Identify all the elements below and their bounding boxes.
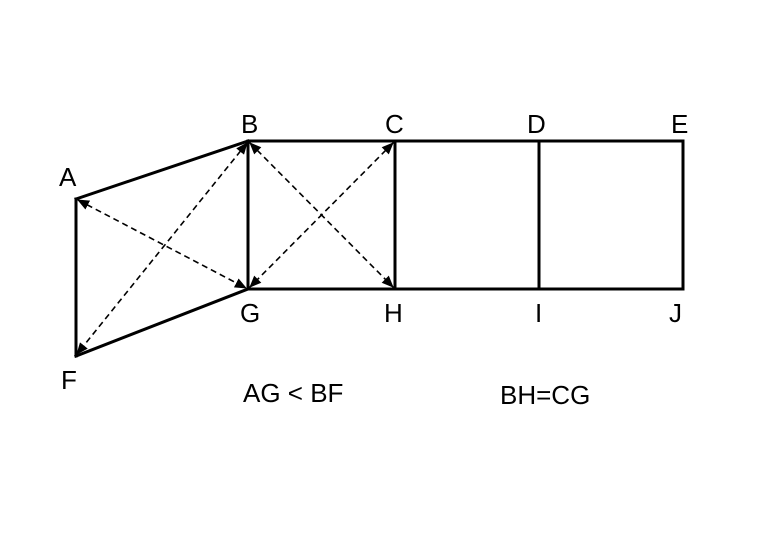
- point-label-J: J: [669, 298, 682, 328]
- point-label-E: E: [671, 109, 688, 139]
- point-label-C: C: [385, 109, 404, 139]
- point-label-D: D: [527, 109, 546, 139]
- segment-AB: [74, 139, 250, 201]
- caption-bh-equals-cg: BH=CG: [500, 380, 590, 410]
- point-label-I: I: [535, 298, 542, 328]
- point-label-B: B: [241, 109, 258, 139]
- diagonal-AG: [77, 199, 247, 289]
- point-label-H: H: [384, 298, 403, 328]
- point-label-A: A: [59, 162, 77, 192]
- diagonal-CG: [249, 142, 394, 288]
- point-label-G: G: [240, 298, 260, 328]
- point-label-F: F: [61, 365, 77, 395]
- diagonal-BF: [76, 142, 248, 355]
- caption-ag-less-than-bf: AG < BF: [243, 378, 343, 408]
